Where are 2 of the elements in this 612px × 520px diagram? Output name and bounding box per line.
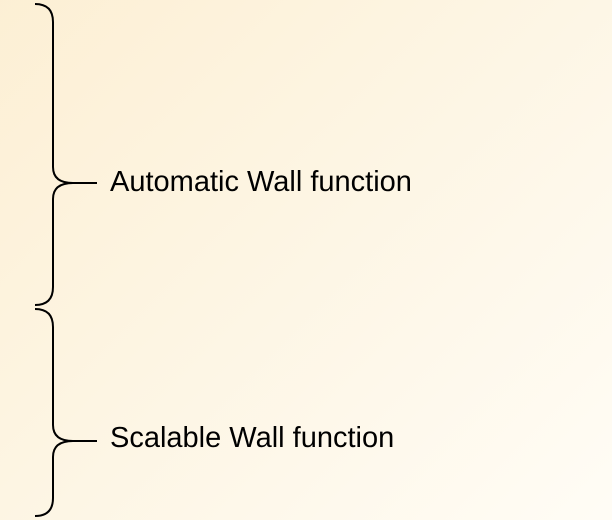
brace-label: Scalable Wall function bbox=[110, 422, 394, 455]
brace-label: Automatic Wall function bbox=[110, 166, 412, 199]
